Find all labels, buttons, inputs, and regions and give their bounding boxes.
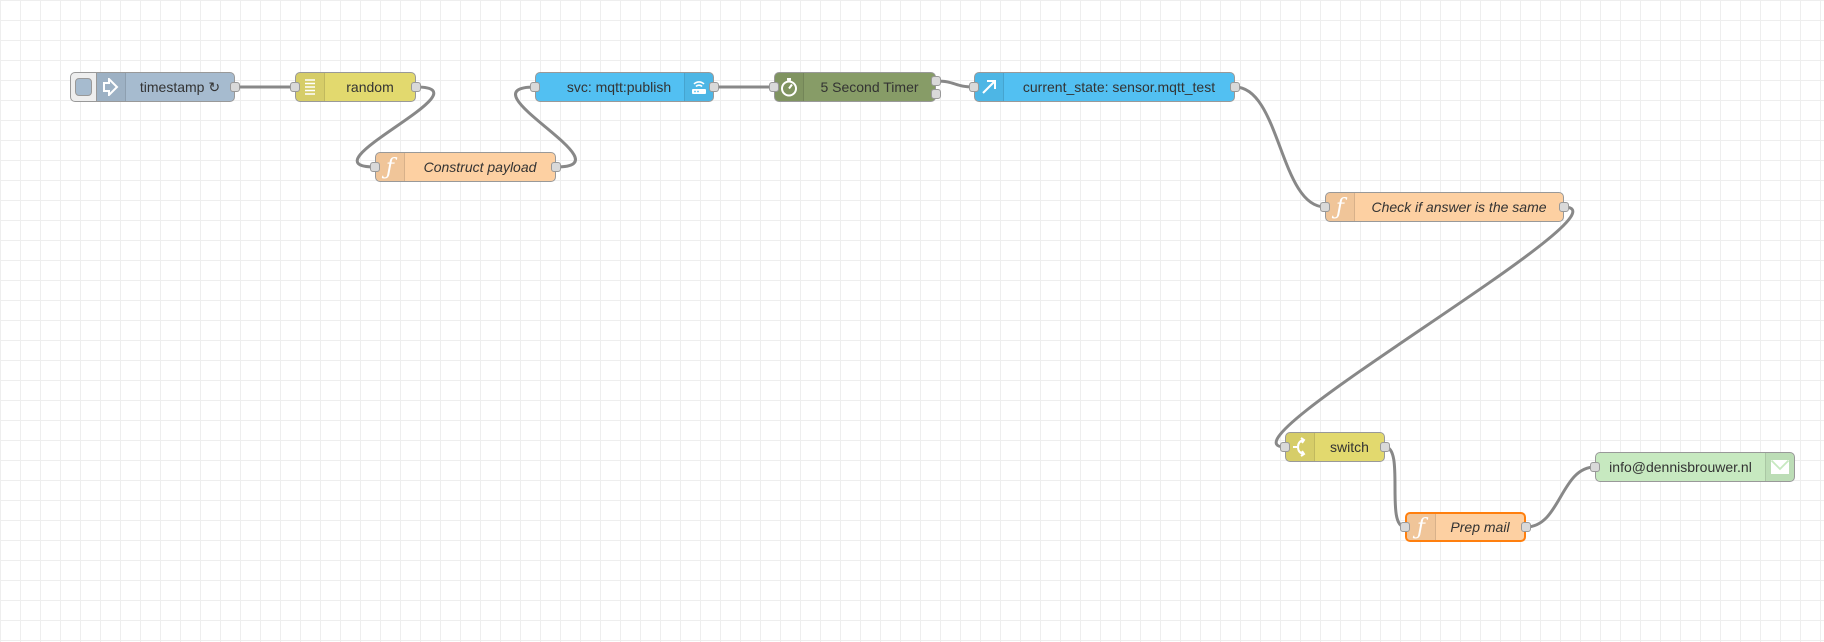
function-icon: ƒ: [1326, 193, 1355, 221]
stopwatch-icon: [775, 73, 804, 101]
output-port[interactable]: [1521, 522, 1531, 532]
wire-switch-to-prep_mail[interactable]: [1384, 445, 1406, 529]
node-label: current_state: sensor.mqtt_test: [1022, 79, 1216, 95]
router-icon: [684, 73, 713, 101]
output-port[interactable]: [1380, 442, 1390, 452]
input-port[interactable]: [1400, 522, 1410, 532]
node-label: Construct payload: [423, 159, 537, 175]
node-label: 5 Second Timer: [820, 79, 919, 95]
input-port[interactable]: [1280, 442, 1290, 452]
output-port-2[interactable]: [931, 89, 941, 99]
node-label: Prep mail: [1450, 519, 1510, 535]
input-port[interactable]: [290, 82, 300, 92]
arrow-in-icon: [97, 73, 126, 101]
input-port[interactable]: [1320, 202, 1330, 212]
function-icon: ƒ: [376, 153, 405, 181]
output-port[interactable]: [1559, 202, 1569, 212]
input-port[interactable]: [370, 162, 380, 172]
node-construct-payload-function[interactable]: ƒ Construct payload: [370, 152, 561, 182]
input-port[interactable]: [769, 82, 779, 92]
output-port-1[interactable]: [931, 76, 941, 86]
input-port[interactable]: [969, 82, 979, 92]
node-label: random: [346, 79, 394, 95]
node-label: Check if answer is the same: [1371, 199, 1547, 215]
node-label: svc: mqtt:publish: [566, 79, 672, 95]
switch-icon: [1286, 433, 1315, 461]
output-port[interactable]: [1230, 82, 1240, 92]
node-label: info@dennisbrouwer.nl: [1609, 459, 1752, 475]
node-prep-mail-function[interactable]: ƒ Prep mail: [1400, 512, 1531, 542]
output-port[interactable]: [709, 82, 719, 92]
node-current-state[interactable]: current_state: sensor.mqtt_test: [969, 72, 1240, 102]
arrow-up-right-icon: [975, 73, 1004, 101]
node-mqtt-publish-service[interactable]: svc: mqtt:publish: [530, 72, 719, 102]
output-port[interactable]: [230, 82, 240, 92]
input-port[interactable]: [530, 82, 540, 92]
wire-prep_mail-to-email[interactable]: [1525, 465, 1596, 529]
node-random[interactable]: random: [290, 72, 421, 102]
node-5-second-timer[interactable]: 5 Second Timer: [769, 72, 941, 102]
function-icon: ƒ: [1407, 514, 1436, 540]
wire-current_state-to-check[interactable]: [1234, 85, 1326, 209]
node-timestamp-inject[interactable]: timestamp ↻: [96, 72, 240, 102]
node-email-out[interactable]: info@dennisbrouwer.nl: [1590, 452, 1795, 482]
wire-check-to-switch[interactable]: [1274, 205, 1575, 449]
node-switch[interactable]: switch: [1280, 432, 1390, 462]
node-label: timestamp ↻: [139, 78, 221, 95]
input-port[interactable]: [1590, 462, 1600, 472]
list-icon: [296, 73, 325, 101]
output-port[interactable]: [551, 162, 561, 172]
output-port[interactable]: [411, 82, 421, 92]
node-check-answer-function[interactable]: ƒ Check if answer is the same: [1320, 192, 1569, 222]
envelope-icon: [1765, 453, 1794, 481]
node-label: switch: [1330, 439, 1369, 455]
